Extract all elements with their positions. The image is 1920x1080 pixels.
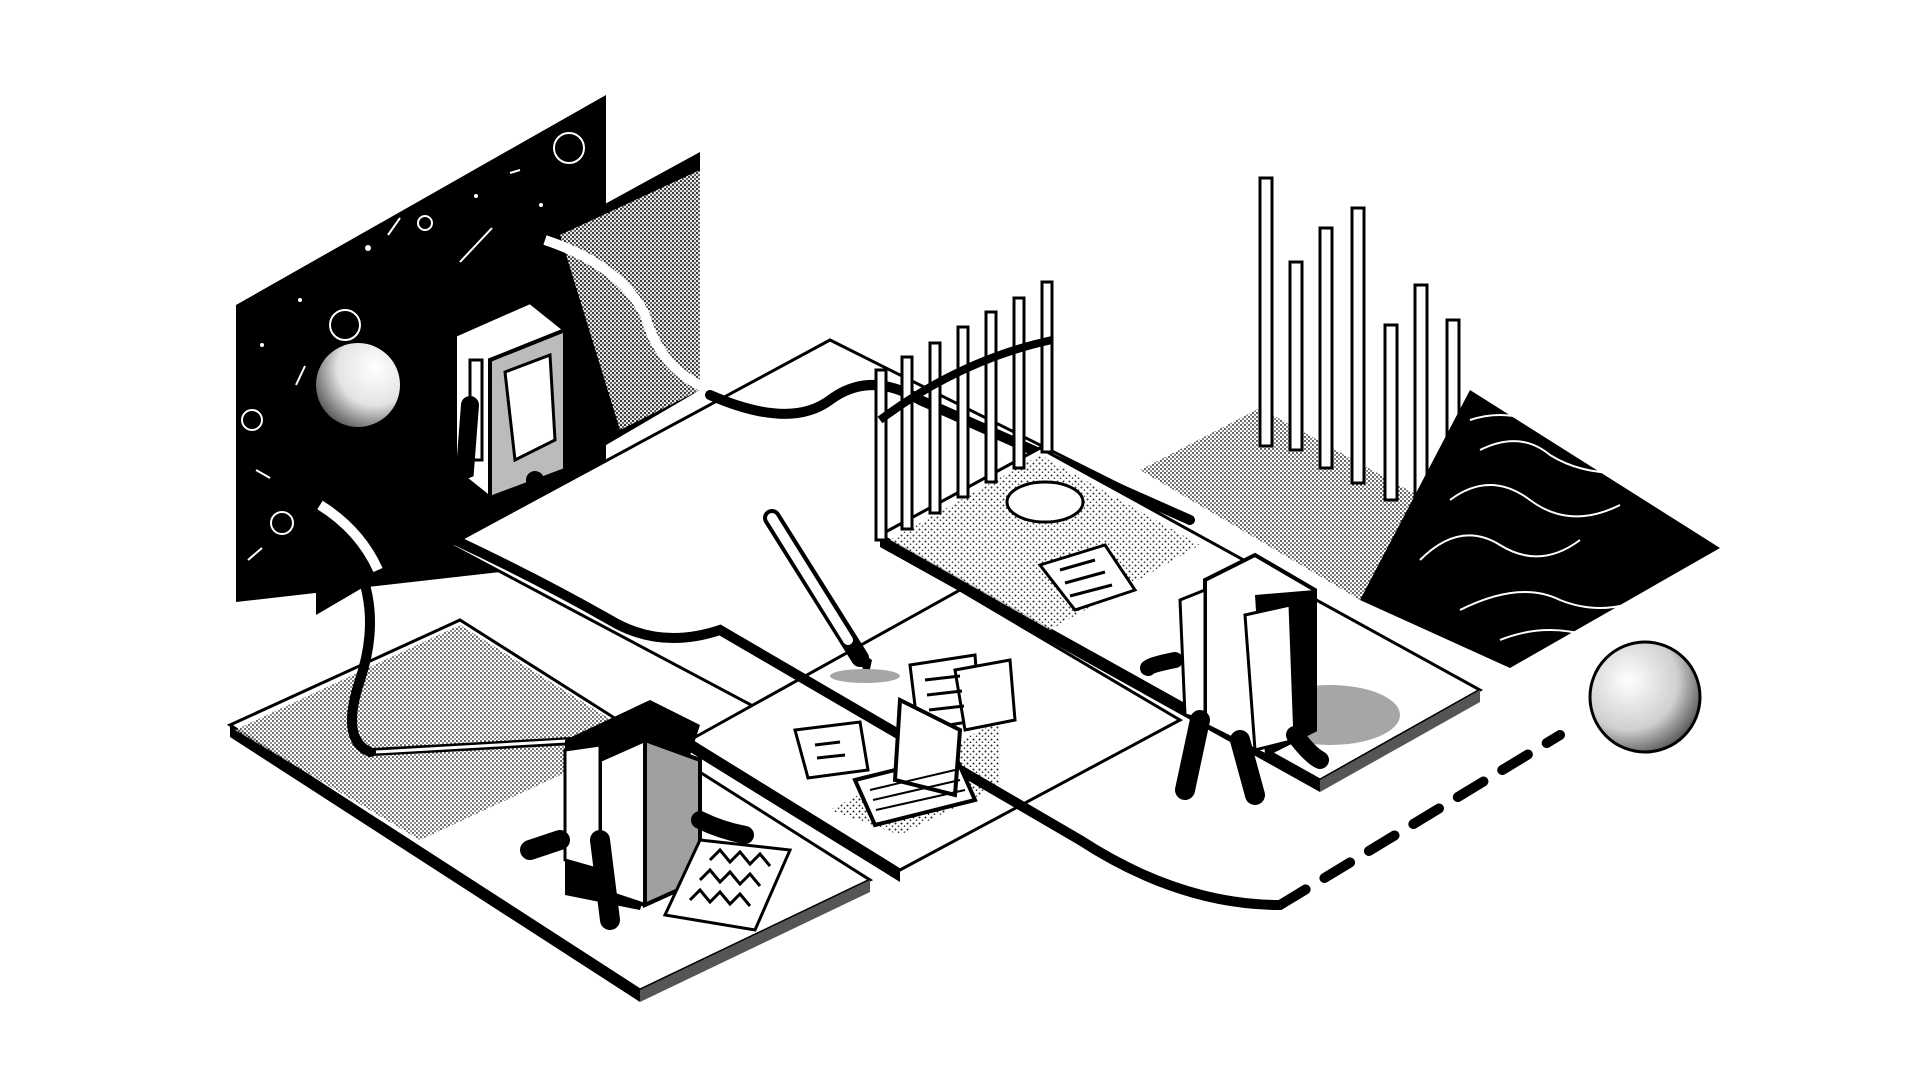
scalpel-pen: [368, 736, 594, 756]
winding-path: [347, 380, 1565, 910]
box-figure-with-papers: [520, 700, 754, 930]
sphere: [1588, 640, 1702, 754]
moon-icon: [316, 343, 400, 427]
box-figure-in-portal: [421, 299, 600, 549]
hole-icon: [1005, 480, 1085, 524]
paper-sheets: [793, 653, 1017, 780]
topographic-tile: [1360, 390, 1720, 668]
laptop: [852, 696, 978, 828]
zigzag-paper: [662, 838, 793, 932]
box-figure-on-path: [1140, 552, 1400, 805]
notes-paper: [1037, 543, 1138, 612]
fountain-pen: [763, 509, 900, 683]
